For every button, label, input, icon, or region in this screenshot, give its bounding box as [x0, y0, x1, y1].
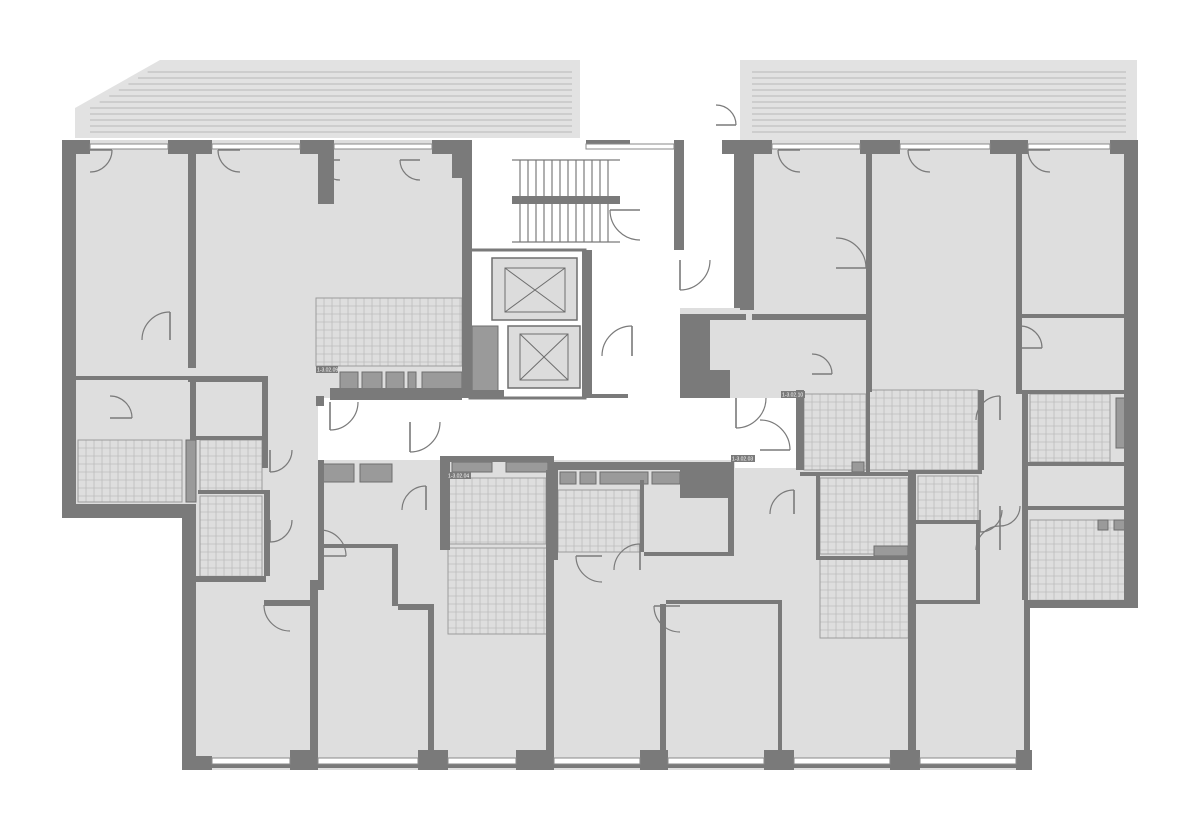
- tiled-areas: [77, 297, 1131, 639]
- svg-text:1-3.02.04: 1-3.02.04: [448, 474, 469, 480]
- apartment-label-1: 1-3.02.09: [316, 366, 338, 374]
- apartment-label-2: 1-3.02.10: [781, 391, 805, 399]
- svg-text:1-3.02.03: 1-3.02.03: [732, 457, 753, 463]
- svg-text:1-3.02.10: 1-3.02.10: [782, 393, 803, 399]
- doors: [89, 104, 1051, 633]
- apartment-label-3: 1-3.02.04: [447, 472, 471, 480]
- terrace-left: [75, 60, 580, 138]
- windows: [89, 143, 1111, 765]
- staircase: [512, 159, 620, 243]
- walls: [62, 140, 1138, 770]
- apartment-labels: 1-3.02.09 1-3.02.10 1-3.02.04 1-3.02.03: [316, 366, 805, 480]
- svg-text:1-3.02.09: 1-3.02.09: [317, 368, 338, 374]
- lift-shafts: [468, 248, 587, 400]
- apartment-label-4: 1-3.02.03: [731, 455, 755, 463]
- terrace-right: [740, 60, 1137, 140]
